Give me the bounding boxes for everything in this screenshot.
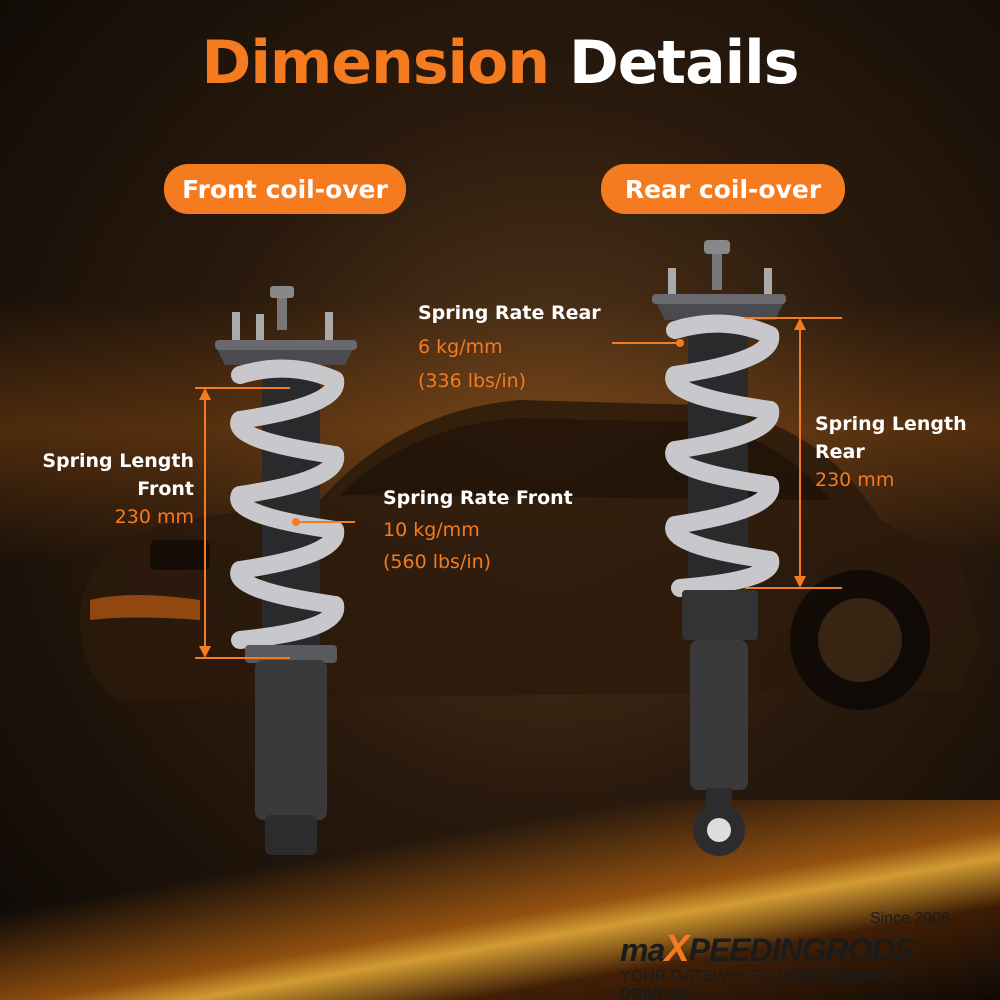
page-title: Dimension Details xyxy=(0,28,1000,98)
rear-spring-rate-imperial: (336 lbs/in) xyxy=(418,370,527,392)
logo-since: Since 2006 xyxy=(869,910,950,927)
front-spring-rate-heading: Spring Rate Front xyxy=(383,487,573,509)
rear-spring-rate-heading: Spring Rate Rear xyxy=(418,302,601,324)
logo-brand-post: PEEDINGRODS xyxy=(688,932,915,968)
logo-wordmark: maXPEEDINGRODS xyxy=(620,928,915,971)
rear-spring-rate-label: Spring Rate Rear 6 kg/mm (336 lbs/in) xyxy=(418,296,601,398)
logo-tagline-bold: PERFORMANCE DRIVING xyxy=(620,968,904,1000)
rear-coilover xyxy=(652,240,786,856)
brand-logo: Since 2006 maXPEEDINGRODS YOUR GATEWAY T… xyxy=(620,910,950,1000)
front-spring-rate-metric: 10 kg/mm xyxy=(383,519,480,541)
front-spring-rate-pointer xyxy=(292,518,355,526)
rear-spring-rate-metric: 6 kg/mm xyxy=(418,336,503,358)
logo-tagline-pre: YOUR GATEWAY TO xyxy=(620,968,778,985)
front-spring-length-arrow xyxy=(195,387,290,659)
rear-spring-length-value: 230 mm xyxy=(815,469,895,491)
front-spring-length-heading-1: Spring Length xyxy=(42,450,194,472)
title-word-orange: Dimension xyxy=(201,28,551,98)
rear-spring-length-label: Spring Length Rear 230 mm xyxy=(815,410,967,494)
logo-brand-pre: ma xyxy=(620,932,665,968)
front-coilover-pill: Front coil-over xyxy=(164,164,406,214)
rear-spring-rate-pointer xyxy=(612,339,684,347)
background-light-streaks xyxy=(0,800,1000,1000)
title-word-white: Details xyxy=(568,28,800,98)
front-coilover xyxy=(215,286,357,855)
rear-spring-length-heading-1: Spring Length xyxy=(815,413,967,435)
front-spring-length-label: Spring Length Front 230 mm xyxy=(20,447,194,531)
front-spring-rate-label: Spring Rate Front 10 kg/mm (560 lbs/in) xyxy=(383,482,573,578)
logo-tagline: YOUR GATEWAY TO PERFORMANCE DRIVING xyxy=(620,968,950,1000)
front-spring-length-value: 230 mm xyxy=(114,506,194,528)
rear-spring-length-heading-2: Rear xyxy=(815,441,865,463)
rear-coilover-pill: Rear coil-over xyxy=(601,164,845,214)
logo-brand-x: X xyxy=(664,928,689,970)
front-spring-rate-imperial: (560 lbs/in) xyxy=(383,551,492,573)
front-spring-length-heading-2: Front xyxy=(137,478,194,500)
rear-spring-length-arrow xyxy=(745,317,842,589)
